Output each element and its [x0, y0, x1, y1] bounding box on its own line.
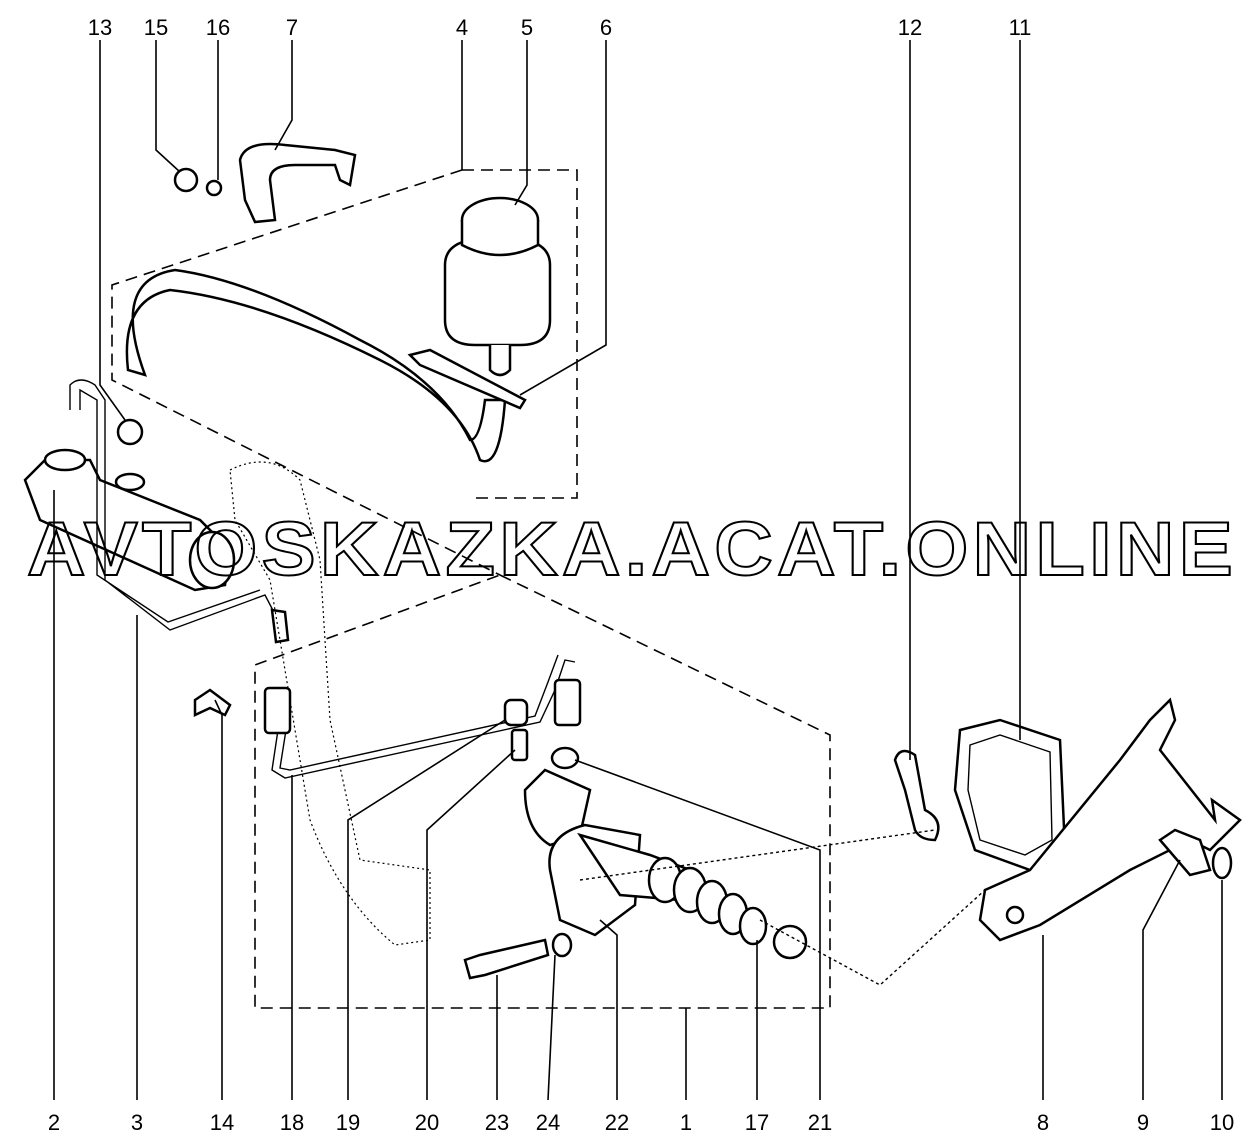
clip-part-6: [407, 348, 527, 410]
callout-22: 22: [605, 1110, 629, 1135]
callout-24: 24: [536, 1110, 560, 1135]
master-cylinder-part-2: [23, 448, 236, 592]
callout-16: 16: [206, 15, 230, 40]
bracket-part-12: [893, 749, 940, 842]
callout-10: 10: [1210, 1110, 1234, 1135]
callout-9: 9: [1137, 1110, 1149, 1135]
callout-14: 14: [210, 1110, 234, 1135]
nut-part-15: [173, 167, 199, 193]
callout-13: 13: [88, 15, 112, 40]
slave-cylinder-part-1: [523, 768, 808, 960]
fork-part-8: [978, 697, 1242, 942]
reservoir-part-5: [443, 196, 552, 377]
fitting-part-18b: [553, 678, 582, 727]
callout-1: 1: [680, 1110, 692, 1135]
pipe-part-18: [271, 654, 576, 779]
washer-part-10: [1211, 846, 1233, 880]
callout-15: 15: [144, 15, 168, 40]
callout-8: 8: [1037, 1110, 1049, 1135]
washer-part-21: [550, 746, 580, 770]
group-4-outline: [111, 169, 578, 576]
callout-17: 17: [745, 1110, 769, 1135]
callout-18: 18: [280, 1110, 304, 1135]
pin-part-9: [1158, 828, 1212, 877]
cap-part-19: [503, 698, 529, 727]
leader-lines: [53, 40, 1223, 1101]
callout-4: 4: [456, 15, 468, 40]
callout-19: 19: [336, 1110, 360, 1135]
callout-2: 2: [48, 1110, 60, 1135]
callout-23: 23: [485, 1110, 509, 1135]
boot-part-17: [647, 856, 808, 960]
fitting-part-18: [263, 686, 292, 735]
bracket-part-7: [238, 142, 357, 224]
group-1-outline: [254, 574, 831, 1009]
hose-part-4: [125, 268, 507, 463]
callout-11: 11: [1009, 15, 1032, 40]
callout-6: 6: [600, 15, 612, 40]
pedal-outline: [229, 461, 431, 946]
callout-5: 5: [521, 15, 533, 40]
pipe-part-3: [69, 379, 279, 631]
callout-21: 21: [808, 1110, 832, 1135]
callout-12: 12: [898, 15, 922, 40]
washer-part-16: [205, 179, 223, 197]
callout-7: 7: [286, 15, 298, 40]
washer-part-24: [551, 932, 573, 958]
callout-20: 20: [415, 1110, 439, 1135]
watermark-text: AVTOSKAZKA.ACAT.ONLINE: [27, 507, 1237, 592]
clip-part-14: [193, 688, 232, 717]
bolt-part-23: [463, 938, 550, 980]
clamp-part-13: [116, 418, 144, 446]
callout-3: 3: [131, 1110, 143, 1135]
bleeder-part-20: [510, 728, 529, 762]
